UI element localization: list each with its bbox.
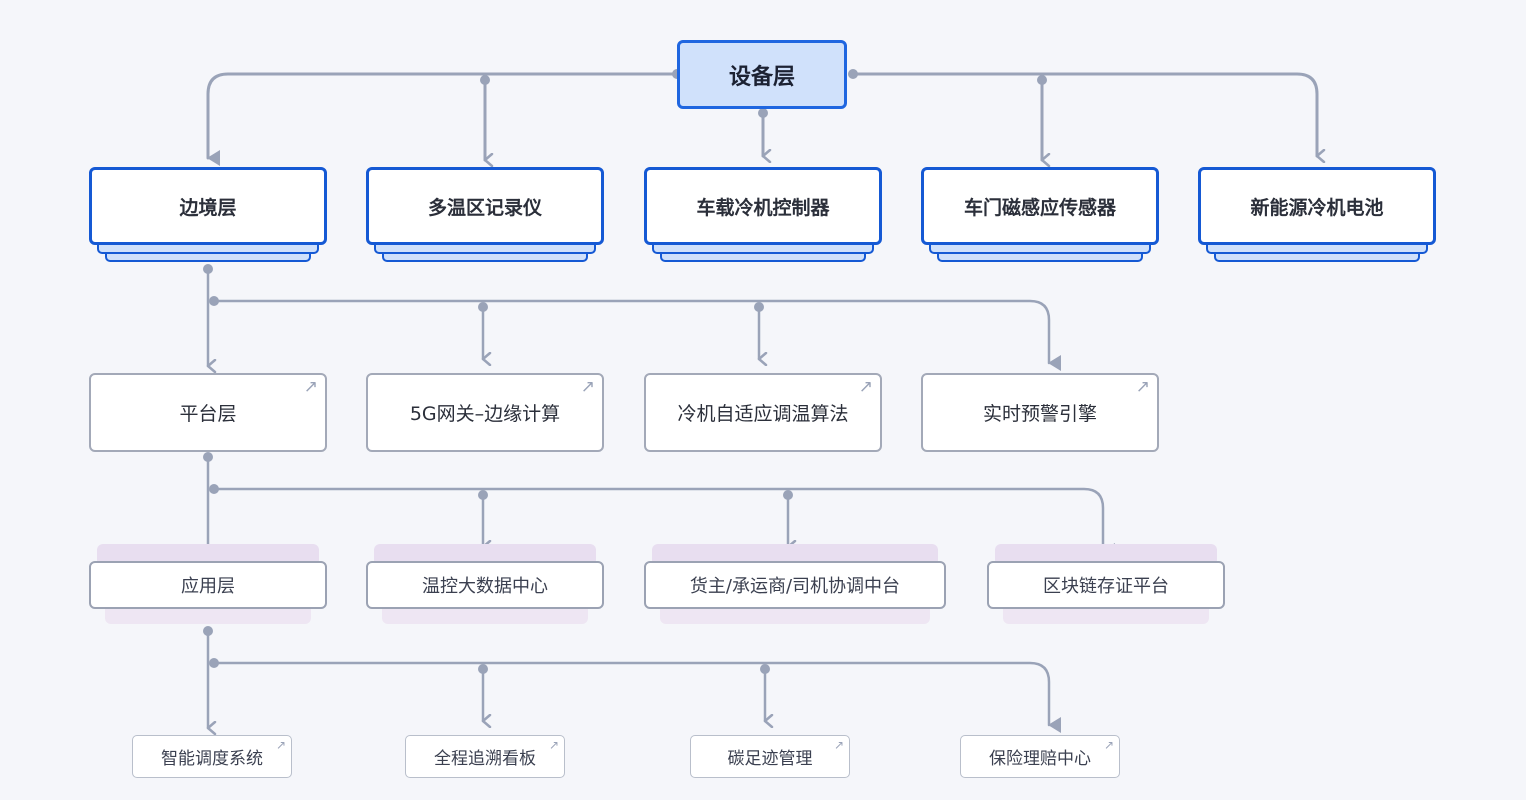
node-coordination-hub[interactable]: 货主/承运商/司机协调中台 (644, 561, 946, 609)
node-application-layer[interactable]: 应用层 (89, 561, 327, 609)
node-label: 实时预警引擎 (982, 403, 1097, 425)
node-alert-engine[interactable]: 实时预警引擎 ↗ (921, 373, 1159, 452)
node-multi-zone-recorder[interactable]: 多温区记录仪 (366, 167, 604, 245)
node-label: 新能源冷机电池 (1250, 196, 1384, 219)
node-insurance-claims[interactable]: 保险理赔中心 ↗ (960, 735, 1120, 778)
node-label: 车载冷机控制器 (696, 196, 830, 219)
arrow-up-right-icon[interactable]: ↗ (303, 377, 318, 397)
node-carbon-footprint[interactable]: 碳足迹管理 ↗ (690, 735, 850, 778)
node-smart-dispatch[interactable]: 智能调度系统 ↗ (132, 735, 292, 778)
node-label: 5G网关–边缘计算 (409, 403, 561, 425)
node-label: 应用层 (181, 576, 235, 597)
arrow-up-right-icon[interactable]: ↗ (580, 377, 595, 397)
node-label: 智能调度系统 (161, 749, 263, 769)
node-blockchain-platform[interactable]: 区块链存证平台 (987, 561, 1225, 609)
node-platform-layer[interactable]: 平台层 ↗ (89, 373, 327, 452)
accent-bar (374, 544, 596, 566)
node-label: 冷机自适应调温算法 (677, 403, 849, 425)
node-label: 多温区记录仪 (427, 196, 542, 219)
node-label: 平台层 (179, 403, 237, 425)
edge-root-to-door-sensor (851, 72, 1317, 156)
edge-bus-level2 (212, 299, 1061, 371)
node-label: 边境层 (179, 196, 237, 219)
arrow-up-right-icon[interactable]: ↗ (1103, 738, 1114, 752)
arrow-up-right-icon[interactable]: ↗ (833, 738, 844, 752)
node-reefer-controller[interactable]: 车载冷机控制器 (644, 167, 882, 245)
node-device-layer[interactable]: 设备层 (677, 40, 847, 109)
node-label: 保险理赔中心 (989, 749, 1091, 769)
node-door-sensor[interactable]: 车门磁感应传感器 (921, 167, 1159, 245)
node-label: 设备层 (728, 64, 795, 90)
edge-bus-level4 (212, 661, 1061, 733)
node-temp-data-center[interactable]: 温控大数据中心 (366, 561, 604, 609)
edge-bus-level3 (212, 487, 1115, 559)
edge-root-to-border-layer (206, 72, 679, 166)
node-adaptive-algorithm[interactable]: 冷机自适应调温算法 ↗ (644, 373, 882, 452)
arrow-up-right-icon[interactable]: ↗ (275, 738, 286, 752)
node-label: 温控大数据中心 (422, 576, 548, 597)
node-ev-reefer-battery[interactable]: 新能源冷机电池 (1198, 167, 1436, 245)
node-trace-board[interactable]: 全程追溯看板 ↗ (405, 735, 565, 778)
node-5g-gateway[interactable]: 5G网关–边缘计算 ↗ (366, 373, 604, 452)
arrow-up-right-icon[interactable]: ↗ (858, 377, 873, 397)
node-label: 货主/承运商/司机协调中台 (689, 576, 901, 597)
arrow-up-right-icon[interactable]: ↗ (1135, 377, 1150, 397)
accent-bar (652, 544, 938, 566)
node-label: 区块链存证平台 (1043, 576, 1169, 597)
node-label: 碳足迹管理 (727, 749, 813, 769)
node-border-layer[interactable]: 边境层 (89, 167, 327, 245)
node-label: 全程追溯看板 (434, 749, 536, 769)
node-label: 车门磁感应传感器 (963, 196, 1116, 219)
arrow-up-right-icon[interactable]: ↗ (548, 738, 559, 752)
